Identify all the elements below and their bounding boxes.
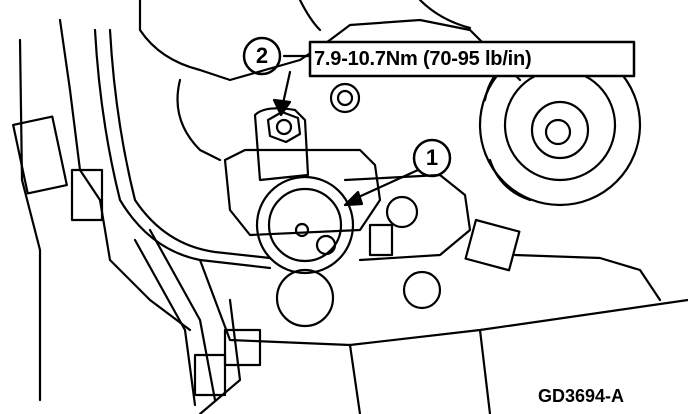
sensor-tab [315,234,337,256]
callout-2-number: 2 [255,43,269,68]
bracket-hole-2 [402,270,442,310]
harness-lower [98,198,192,332]
pulley-inner [530,100,590,160]
engine-block-outline [138,0,522,82]
engine-upper-contour [298,0,472,32]
connector-small [368,223,394,257]
wire-harness-2 [108,28,272,260]
pulley-hub [544,118,572,146]
bolt-center [275,118,293,136]
figure-id: GD3694-A [538,386,625,406]
sensor-bracket [223,148,382,237]
lower-port [275,268,335,328]
callout-1-circle [412,138,452,178]
bracket-hole-1 [385,195,419,229]
connector-cable [513,253,662,302]
callout-1-number: 1 [425,145,439,170]
lower-plate [348,328,492,414]
pulley-middle [503,68,617,182]
top-boss-inner [336,89,354,107]
sensor-screw [294,222,310,238]
lower-clip [223,328,262,367]
callout-2-arrowhead [272,98,292,117]
lower-housing [198,258,688,347]
torque-label-box [308,40,636,78]
callout-1-leader [350,168,420,202]
sensor-arm [253,107,310,182]
top-boss [329,82,361,114]
callout-1-arrowhead [343,190,364,207]
wire-harness [93,28,272,270]
left-pipe-2 [133,238,197,407]
engine-side-contour [176,78,222,162]
lower-housing-2 [198,298,242,414]
left-pipe [148,228,217,402]
right-bracket [343,173,472,262]
callout-2-circle [242,36,282,76]
harness-connector [12,115,68,195]
torque-spec-label: 7.9-10.7Nm (70-95 lb/in) [314,48,532,70]
bolt-hex [266,110,302,144]
harness-clip [70,168,104,222]
connector-right [464,218,521,272]
left-bracket [18,38,42,402]
sensor-body-inner [267,187,343,263]
sensor-body-outer [255,175,355,275]
left-bracket-edge [58,18,102,202]
lower-clip-2 [193,353,227,397]
